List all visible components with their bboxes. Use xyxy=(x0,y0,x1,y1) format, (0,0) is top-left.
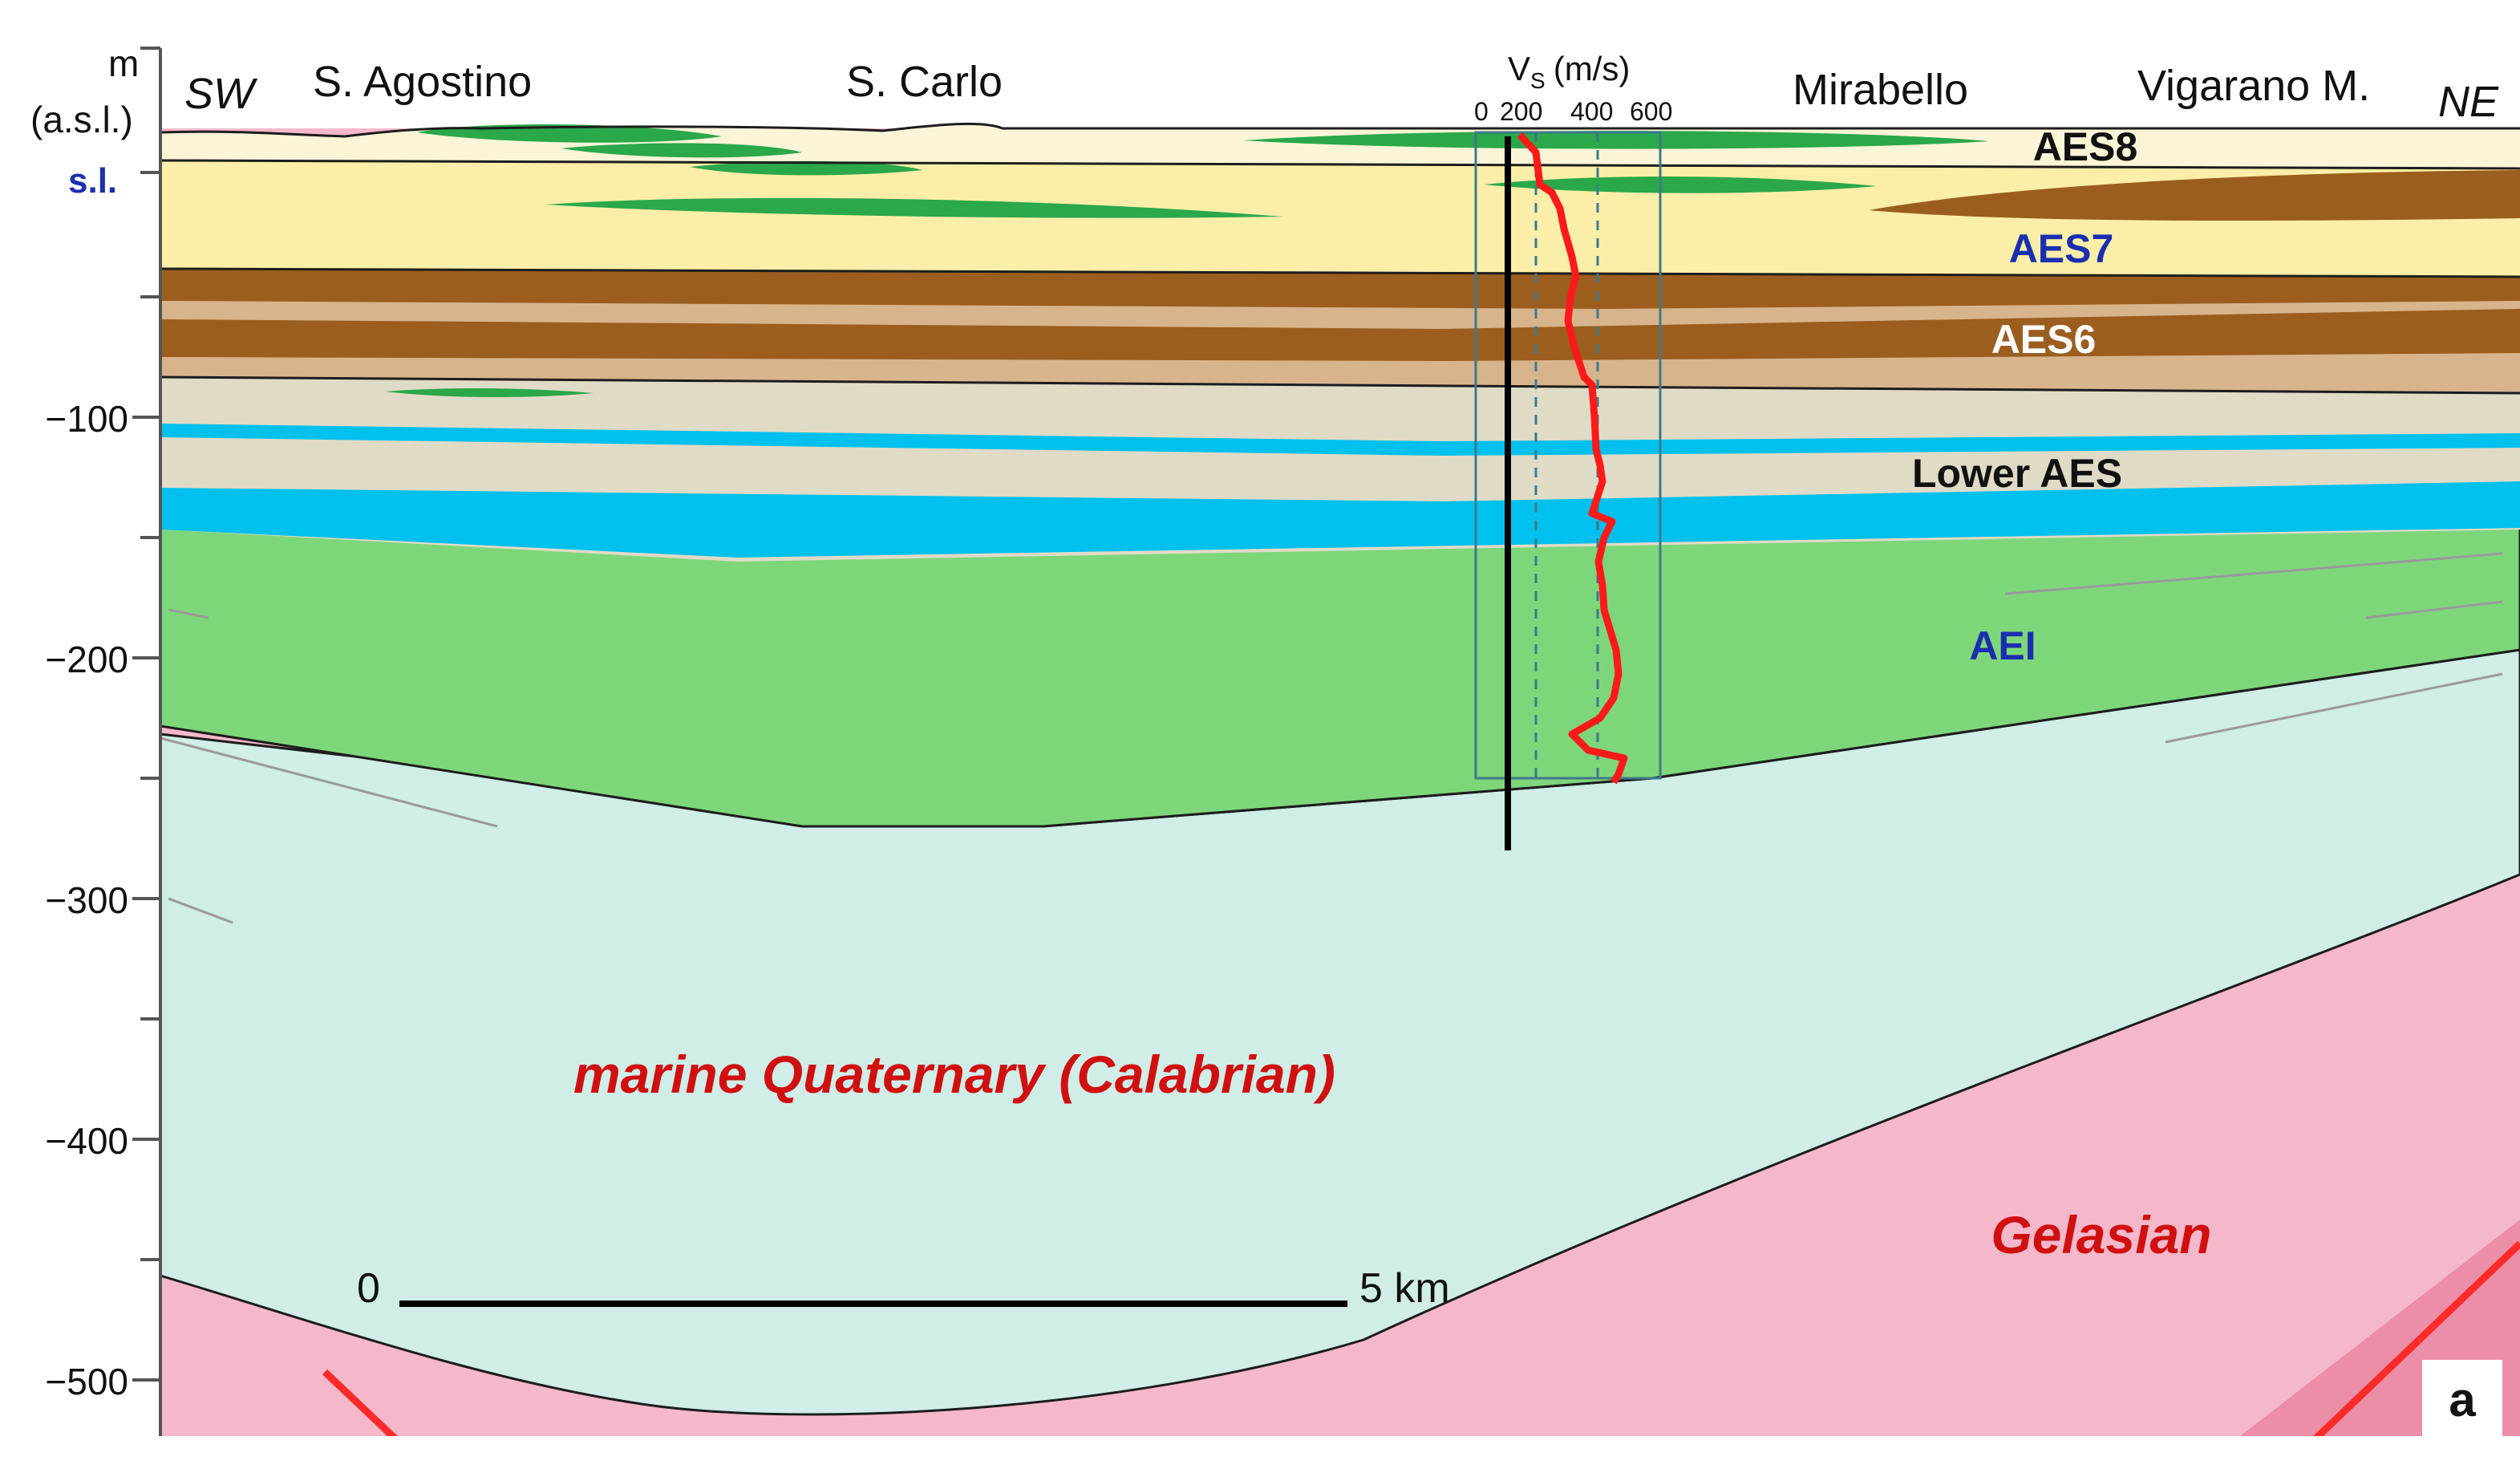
faults xyxy=(322,1240,2520,1447)
calabrian-layer xyxy=(159,648,2520,1416)
sea-level-label: s.l. xyxy=(68,161,117,201)
unit-label-aes6: AES6 xyxy=(1991,317,2097,362)
aes8-layer xyxy=(160,124,2520,168)
channel-lens-3 xyxy=(690,160,922,176)
unit-label-calabrian: marine Quaternary (Calabrian) xyxy=(573,1045,1335,1104)
y-tick-label: −500 xyxy=(45,1361,128,1402)
panel-label-box xyxy=(2422,1360,2502,1436)
direction-ne: NE xyxy=(2438,78,2499,126)
vs-title-unit: (m/s) xyxy=(1554,50,1631,87)
y-axis-unit-sublabel: (a.s.l.) xyxy=(30,99,133,140)
channel-lens-6 xyxy=(1484,177,1877,193)
boundary-lines xyxy=(160,122,2520,395)
channel-lens-7 xyxy=(385,388,594,398)
unit-label-aei: AEI xyxy=(1969,623,2036,668)
aes7-layer xyxy=(160,160,2520,277)
panel-label: a xyxy=(2422,1360,2502,1436)
aes7-brown-lens xyxy=(1869,170,2520,221)
unit-label-aes7: AES7 xyxy=(2009,226,2114,271)
scale-bar-start: 0 xyxy=(357,1265,380,1312)
vs-title-v: V xyxy=(1508,50,1530,87)
scale-bar: 0 5 km xyxy=(357,1265,1450,1312)
layers xyxy=(159,124,2520,1444)
top-labels: SW NE S. Agostino S. Carlo Mirabello Vig… xyxy=(184,58,2499,126)
location-s-carlo: S. Carlo xyxy=(846,58,1003,106)
vs-tick-label: 600 xyxy=(1630,97,1672,126)
left-margin xyxy=(0,0,160,1465)
unit-labels: AES8 AES7 AES6 Lower AES AEI marine Quat… xyxy=(573,124,2212,1264)
y-tick-label: −300 xyxy=(45,879,128,921)
aquifer-lower-band xyxy=(160,481,2520,558)
y-tick-label: −200 xyxy=(45,639,128,680)
panel-label-text: a xyxy=(2449,1373,2476,1426)
y-axis-unit: m xyxy=(108,43,139,84)
vs-tick-label: 200 xyxy=(1500,97,1542,126)
faint-lines xyxy=(160,552,2503,924)
channel-lens-5 xyxy=(1243,131,1989,149)
scale-bar-end: 5 km xyxy=(1359,1265,1450,1312)
vs-profile: VS (m/s) 0 200 400 600 xyxy=(1474,50,1672,850)
channel-lens-2 xyxy=(561,143,802,158)
unit-label-gelasian: Gelasian xyxy=(1991,1205,2211,1264)
location-s-agostino: S. Agostino xyxy=(313,58,532,106)
unit-label-lower-aes: Lower AES xyxy=(1912,451,2122,496)
y-tick-label: −100 xyxy=(45,398,128,440)
vs-curve xyxy=(1517,132,1628,785)
aes6-dark-band-2 xyxy=(160,309,2520,361)
aquifer-upper-band xyxy=(160,424,2520,456)
channel-lens-4 xyxy=(545,197,1283,218)
vs-frame xyxy=(1474,131,1662,780)
direction-sw: SW xyxy=(184,70,258,118)
y-tick-label: −400 xyxy=(45,1120,128,1162)
vs-tick-label: 0 xyxy=(1474,97,1489,126)
location-mirabello: Mirabello xyxy=(1793,66,1968,114)
y-axis: m (a.s.l.) s.l. −100 −200 −300 −400 −500 xyxy=(30,43,162,1436)
vs-title-subscript: S xyxy=(1530,68,1546,93)
aes6-dark-band-1 xyxy=(160,270,2520,309)
unit-label-aes8: AES8 xyxy=(2033,124,2138,169)
location-vigarano: Vigarano M. xyxy=(2137,62,2370,110)
fault-line-left xyxy=(322,1369,404,1447)
vs-tick-label: 400 xyxy=(1570,97,1613,126)
bottom-margin xyxy=(0,1436,2520,1465)
vs-title: VS (m/s) xyxy=(1508,50,1630,93)
fault-line-right xyxy=(2307,1240,2520,1447)
